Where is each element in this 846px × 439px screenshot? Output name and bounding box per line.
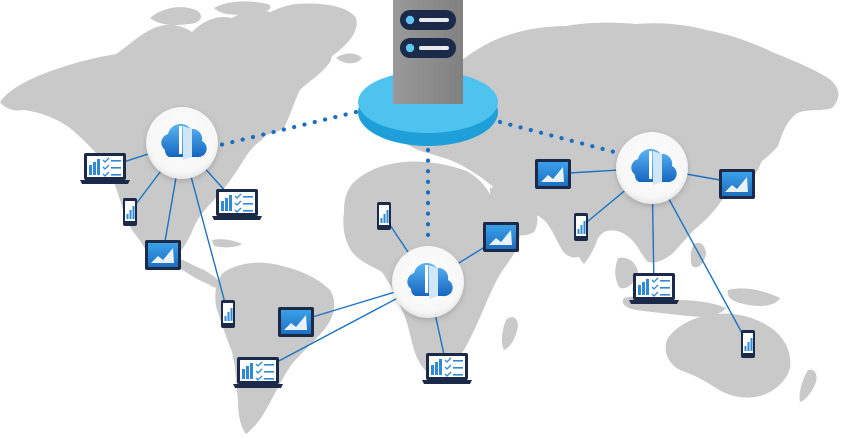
laptop-dashboard-icon	[232, 356, 284, 389]
laptop-dashboard-icon	[628, 272, 680, 305]
landmass-eurasia	[392, 22, 839, 263]
landmass-new-zealand	[799, 369, 817, 402]
phone-icon	[741, 330, 755, 358]
cloud-app-icon	[392, 246, 464, 318]
landmass-caribbean	[212, 239, 242, 248]
landmass-iceland	[336, 53, 362, 64]
cloud-app-icon	[146, 107, 218, 179]
cloud-app-icon	[616, 132, 688, 204]
landmass-southeast-asia	[615, 257, 638, 289]
phone-icon	[574, 213, 588, 241]
tablet-chart-icon	[278, 307, 314, 337]
landmass-new-guinea	[727, 288, 780, 306]
landmass-south-america	[215, 262, 335, 434]
phone-icon	[221, 300, 235, 328]
phone-icon	[123, 198, 137, 226]
landmass-arctic-islands	[150, 1, 271, 26]
laptop-dashboard-icon	[211, 188, 263, 221]
tablet-chart-icon	[719, 169, 755, 199]
server-backbone-links	[213, 109, 625, 247]
landmass-central-america	[172, 256, 224, 289]
tablet-chart-icon	[483, 222, 519, 252]
tablet-chart-icon	[535, 159, 571, 189]
landmass-australia	[665, 313, 791, 398]
laptop-dashboard-icon	[79, 152, 131, 185]
phone-icon	[377, 202, 391, 230]
laptop-dashboard-icon	[421, 352, 473, 385]
central-server	[358, 0, 498, 146]
tablet-chart-icon	[145, 240, 181, 270]
landmass-madagascar	[501, 317, 518, 350]
server-icon	[393, 0, 463, 104]
landmass-greenland	[244, 3, 357, 88]
